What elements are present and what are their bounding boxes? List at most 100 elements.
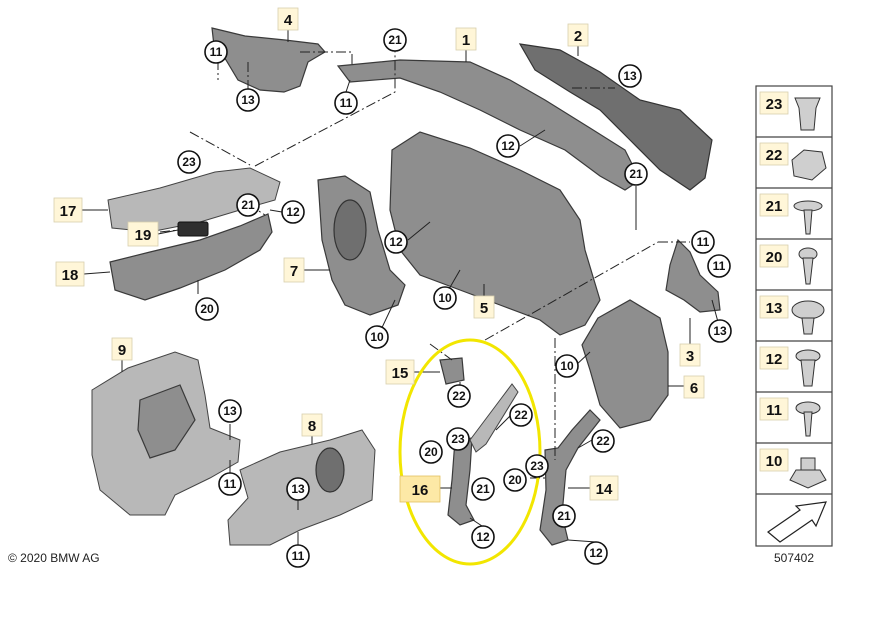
part-15-shape [439,357,465,385]
svg-text:11: 11 [210,45,223,59]
svg-text:10: 10 [766,453,783,470]
svg-text:11: 11 [224,477,237,491]
callout-11: 11 [334,91,358,115]
svg-text:11: 11 [713,259,726,273]
callout-22: 22 [447,384,471,408]
part-label-7: 7 [283,257,305,283]
svg-text:12: 12 [476,530,490,544]
callout-20: 20 [419,440,443,464]
svg-text:22: 22 [452,389,466,403]
leader-c12-b [407,221,431,241]
part-1-shape [336,59,641,191]
callout-13: 13 [236,88,260,112]
svg-text:21: 21 [476,482,490,496]
svg-text:11: 11 [292,549,305,563]
callout-13: 13 [618,64,642,88]
copyright: © 2020 BMW AG [8,551,100,565]
svg-text:12: 12 [286,205,300,219]
callout-12: 12 [281,200,305,224]
callout-12: 12 [584,541,608,565]
svg-text:13: 13 [766,300,783,317]
legend-item-20: 20 [759,244,818,285]
callout-11: 11 [707,254,731,278]
leader-c12-14 [567,539,597,543]
dashed-line-center [484,241,659,341]
clip-nut-icon [791,149,827,181]
legend-item-23: 23 [759,91,821,131]
svg-text:19: 19 [135,227,152,244]
svg-text:21: 21 [388,33,402,47]
svg-text:23: 23 [182,155,196,169]
svg-text:7: 7 [290,263,298,280]
part-label-1: 1 [455,27,477,51]
dashed-line-5-down [429,343,453,361]
callout-22: 22 [509,403,533,427]
part-label-14: 14 [589,475,619,501]
part-label-5: 5 [473,295,495,319]
view-direction-arrow [767,501,827,543]
legend-item-10: 10 [759,448,827,489]
svg-text:13: 13 [291,482,305,496]
part-4-shape [211,27,326,93]
callout-12: 12 [384,230,408,254]
svg-text:22: 22 [514,408,528,422]
svg-text:14: 14 [596,481,613,498]
part-6-shape [581,299,669,429]
svg-text:13: 13 [223,404,237,418]
svg-text:8: 8 [308,418,316,435]
callout-20: 20 [195,297,219,321]
dashed-line-19 [159,229,179,233]
callout-10: 10 [365,325,389,349]
callout-11: 11 [204,40,228,64]
svg-text:13: 13 [241,93,255,107]
part-label-17: 17 [53,197,83,223]
part-16-brace [469,383,519,453]
part-label-19: 19 [127,221,159,247]
part-7-opening [333,199,367,261]
svg-text:12: 12 [501,139,515,153]
callout-21: 21 [236,193,260,217]
svg-text:5: 5 [480,300,488,317]
svg-text:21: 21 [557,509,571,523]
svg-text:21: 21 [629,167,643,181]
part-5-shape [389,131,601,336]
svg-text:10: 10 [438,291,452,305]
diagram-id: 507402 [774,551,814,565]
leader-c12-a [519,129,546,147]
leader-19 [157,229,179,235]
callout-23: 23 [525,454,549,478]
part-label-16: 16 [399,475,441,503]
part-16-shape [447,437,475,526]
callout-20: 20 [503,468,527,492]
svg-text:11: 11 [766,402,782,419]
callout-11: 11 [691,230,715,254]
callout-21: 21 [552,504,576,528]
callout-12: 12 [496,134,520,158]
push-rivet-icon [794,97,821,131]
callout-22: 22 [591,429,615,453]
part-3-shape [665,238,721,313]
part-2-shape [518,43,713,191]
leader-c12-left [269,209,283,213]
dashed-line-top-center [254,52,396,167]
svg-text:17: 17 [60,203,77,220]
part-19-shape [177,221,209,237]
callout-11: 11 [286,544,310,568]
leader-c22-b [495,415,511,431]
part-label-8: 8 [301,413,323,437]
svg-text:12: 12 [389,235,403,249]
callout-13: 13 [218,399,242,423]
callout-13: 13 [286,477,310,501]
callout-21: 21 [471,477,495,501]
svg-text:1: 1 [462,32,470,49]
svg-text:6: 6 [690,380,698,397]
callout-23: 23 [446,427,470,451]
part-label-6: 6 [683,375,705,399]
callout-13: 13 [708,319,732,343]
svg-text:22: 22 [596,434,610,448]
svg-text:11: 11 [697,235,710,249]
svg-text:21: 21 [241,198,255,212]
svg-text:13: 13 [623,69,637,83]
callout-10: 10 [433,286,457,310]
